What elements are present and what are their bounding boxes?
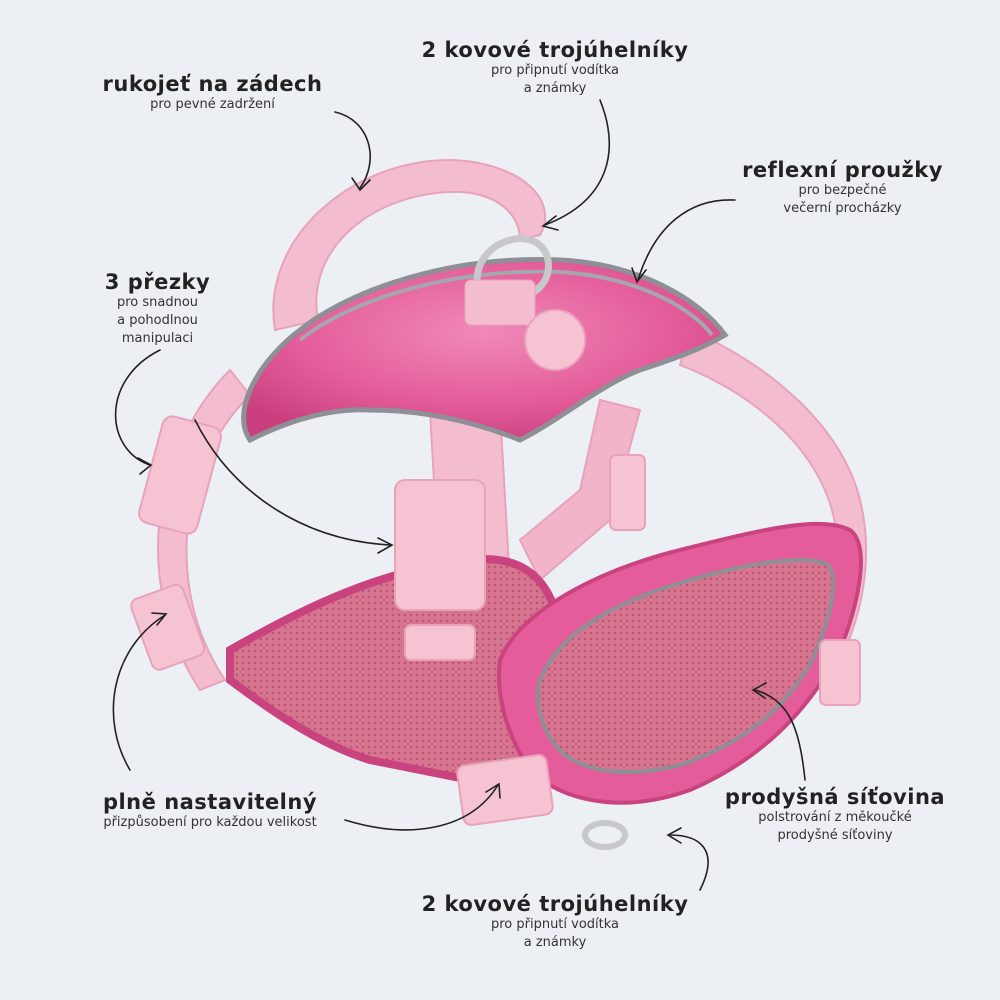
callout-rings-top: 2 kovové trojúhelníky pro připnutí vodít…: [405, 38, 705, 98]
arrowhead-handle: [351, 177, 371, 192]
arrowhead-rings-bottom: [666, 827, 682, 844]
slider-right: [609, 454, 646, 531]
callout-rings-bottom: 2 kovové trojúhelníky pro připnutí vodít…: [405, 892, 705, 952]
arrow-adjustable-left: [112, 614, 166, 771]
callout-handle-title: rukojeť na zádech: [102, 72, 323, 96]
buckle-center: [394, 479, 486, 611]
slider-center: [404, 624, 476, 661]
callout-adjustable: plně nastavitelný přizpůsobení pro každo…: [70, 790, 350, 832]
annotation-arrows: [112, 99, 806, 891]
arrowhead-mesh: [751, 682, 767, 699]
callout-mesh: prodyšná síťovina polstrování z měkoučké…: [720, 785, 950, 845]
callout-buckles-title: 3 přezky: [104, 270, 211, 294]
slider-left: [130, 583, 206, 671]
mesh-panel: [536, 558, 836, 775]
callout-reflective-line-1: pro bezpečné: [798, 183, 887, 198]
callout-mesh-line-2: prodyšné síťoviny: [777, 828, 893, 843]
arrowhead-reflective: [631, 267, 647, 284]
arrow-rings-top: [544, 99, 611, 226]
callout-reflective-line-2: večerní procházky: [783, 201, 902, 216]
callout-mesh-title: prodyšná síťovina: [724, 785, 946, 809]
arrowhead-adjustable-right: [485, 782, 501, 799]
arrowhead-buckles-center: [377, 537, 394, 554]
buckle-left: [138, 415, 222, 535]
callout-rings-bottom-title: 2 kovové trojúhelníky: [421, 892, 689, 916]
arrowhead-adjustable-left: [151, 612, 168, 626]
buckle-bottom: [456, 754, 554, 826]
callout-rings-top-title: 2 kovové trojúhelníky: [421, 38, 689, 62]
callout-mesh-line-1: polstrování z měkoučké: [758, 810, 912, 825]
callout-reflective-title: reflexní proužky: [742, 158, 943, 182]
callout-handle-line-1: pro pevné zadržení: [150, 97, 275, 112]
callout-adjustable-title: plně nastavitelný: [102, 790, 318, 814]
callout-buckles: 3 přezky pro snadnou a pohodlnou manipul…: [65, 270, 250, 348]
arrowhead-rings-top: [541, 215, 559, 231]
bottom-ring: [582, 820, 628, 850]
arrow-reflective: [637, 199, 736, 281]
callout-rings-bottom-line-2: a známky: [523, 935, 587, 950]
callout-buckles-line-3: manipulaci: [121, 331, 194, 346]
arrowhead-buckles: [137, 457, 153, 475]
callout-rings-top-line-2: a známky: [523, 81, 587, 96]
arrow-rings-bottom: [669, 834, 709, 891]
callout-buckles-line-2: a pohodlnou: [117, 313, 198, 328]
arrow-buckles-center: [194, 419, 391, 546]
callout-rings-bottom-line-1: pro připnutí vodítka: [490, 917, 620, 932]
arrow-handle: [334, 111, 371, 189]
brand-patch: [524, 309, 586, 371]
callout-handle: rukojeť na zádech pro pevné zadržení: [90, 72, 335, 114]
callout-adjustable-line-1: přizpůsobení pro každou velikost: [103, 815, 317, 830]
arrow-adjustable-right: [344, 784, 499, 831]
arrow-buckles: [114, 349, 161, 466]
back-handle: [272, 158, 547, 332]
ring-tab: [464, 279, 536, 326]
arrow-mesh: [754, 689, 806, 781]
callout-buckles-line-1: pro snadnou: [116, 295, 199, 310]
callout-rings-top-line-1: pro připnutí vodítka: [490, 63, 620, 78]
callout-reflective: reflexní proužky pro bezpečné večerní pr…: [735, 158, 950, 218]
slider-right-lower: [819, 639, 861, 706]
